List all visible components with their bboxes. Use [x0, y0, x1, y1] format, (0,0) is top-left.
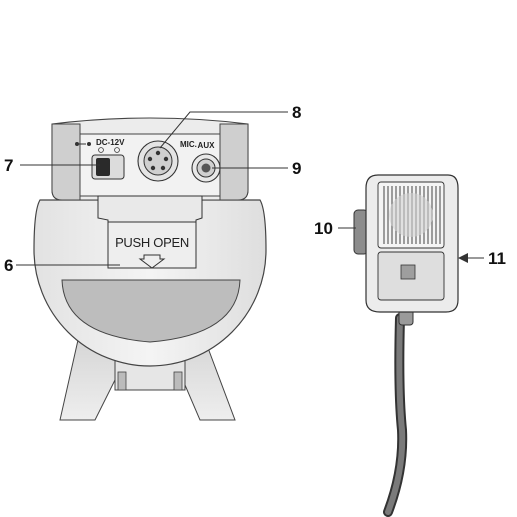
callout-7: 7 [4, 156, 100, 175]
aux-jack[interactable] [191, 153, 221, 183]
svg-text:10: 10 [314, 219, 333, 238]
dc-polarity-icon [75, 142, 120, 153]
callout-8: 8 [159, 103, 301, 149]
base-unit: DC-12V MIC. AUX PUSH OPEN [33, 117, 267, 421]
callout-11: 11 [458, 249, 506, 268]
svg-text:9: 9 [292, 159, 301, 178]
callout-6: 6 [4, 256, 120, 275]
aux-label: AUX [198, 141, 216, 150]
microphone [353, 174, 459, 517]
mic-socket[interactable] [137, 140, 179, 182]
svg-text:11: 11 [488, 249, 506, 268]
arrow-down-icon [138, 254, 166, 269]
dc-jack[interactable] [91, 154, 125, 180]
mic-indicator [400, 264, 416, 280]
push-open-panel[interactable]: PUSH OPEN [97, 195, 203, 269]
dc-label: DC-12V [96, 138, 125, 147]
svg-text:7: 7 [4, 156, 13, 175]
svg-text:6: 6 [4, 256, 13, 275]
speaker-grille [61, 279, 241, 343]
callout-9: 9 [212, 159, 301, 178]
push-open-label: PUSH OPEN [115, 235, 189, 250]
mic-label: MIC. [180, 140, 197, 149]
callout-10: 10 [314, 219, 356, 238]
svg-text:8: 8 [292, 103, 301, 122]
